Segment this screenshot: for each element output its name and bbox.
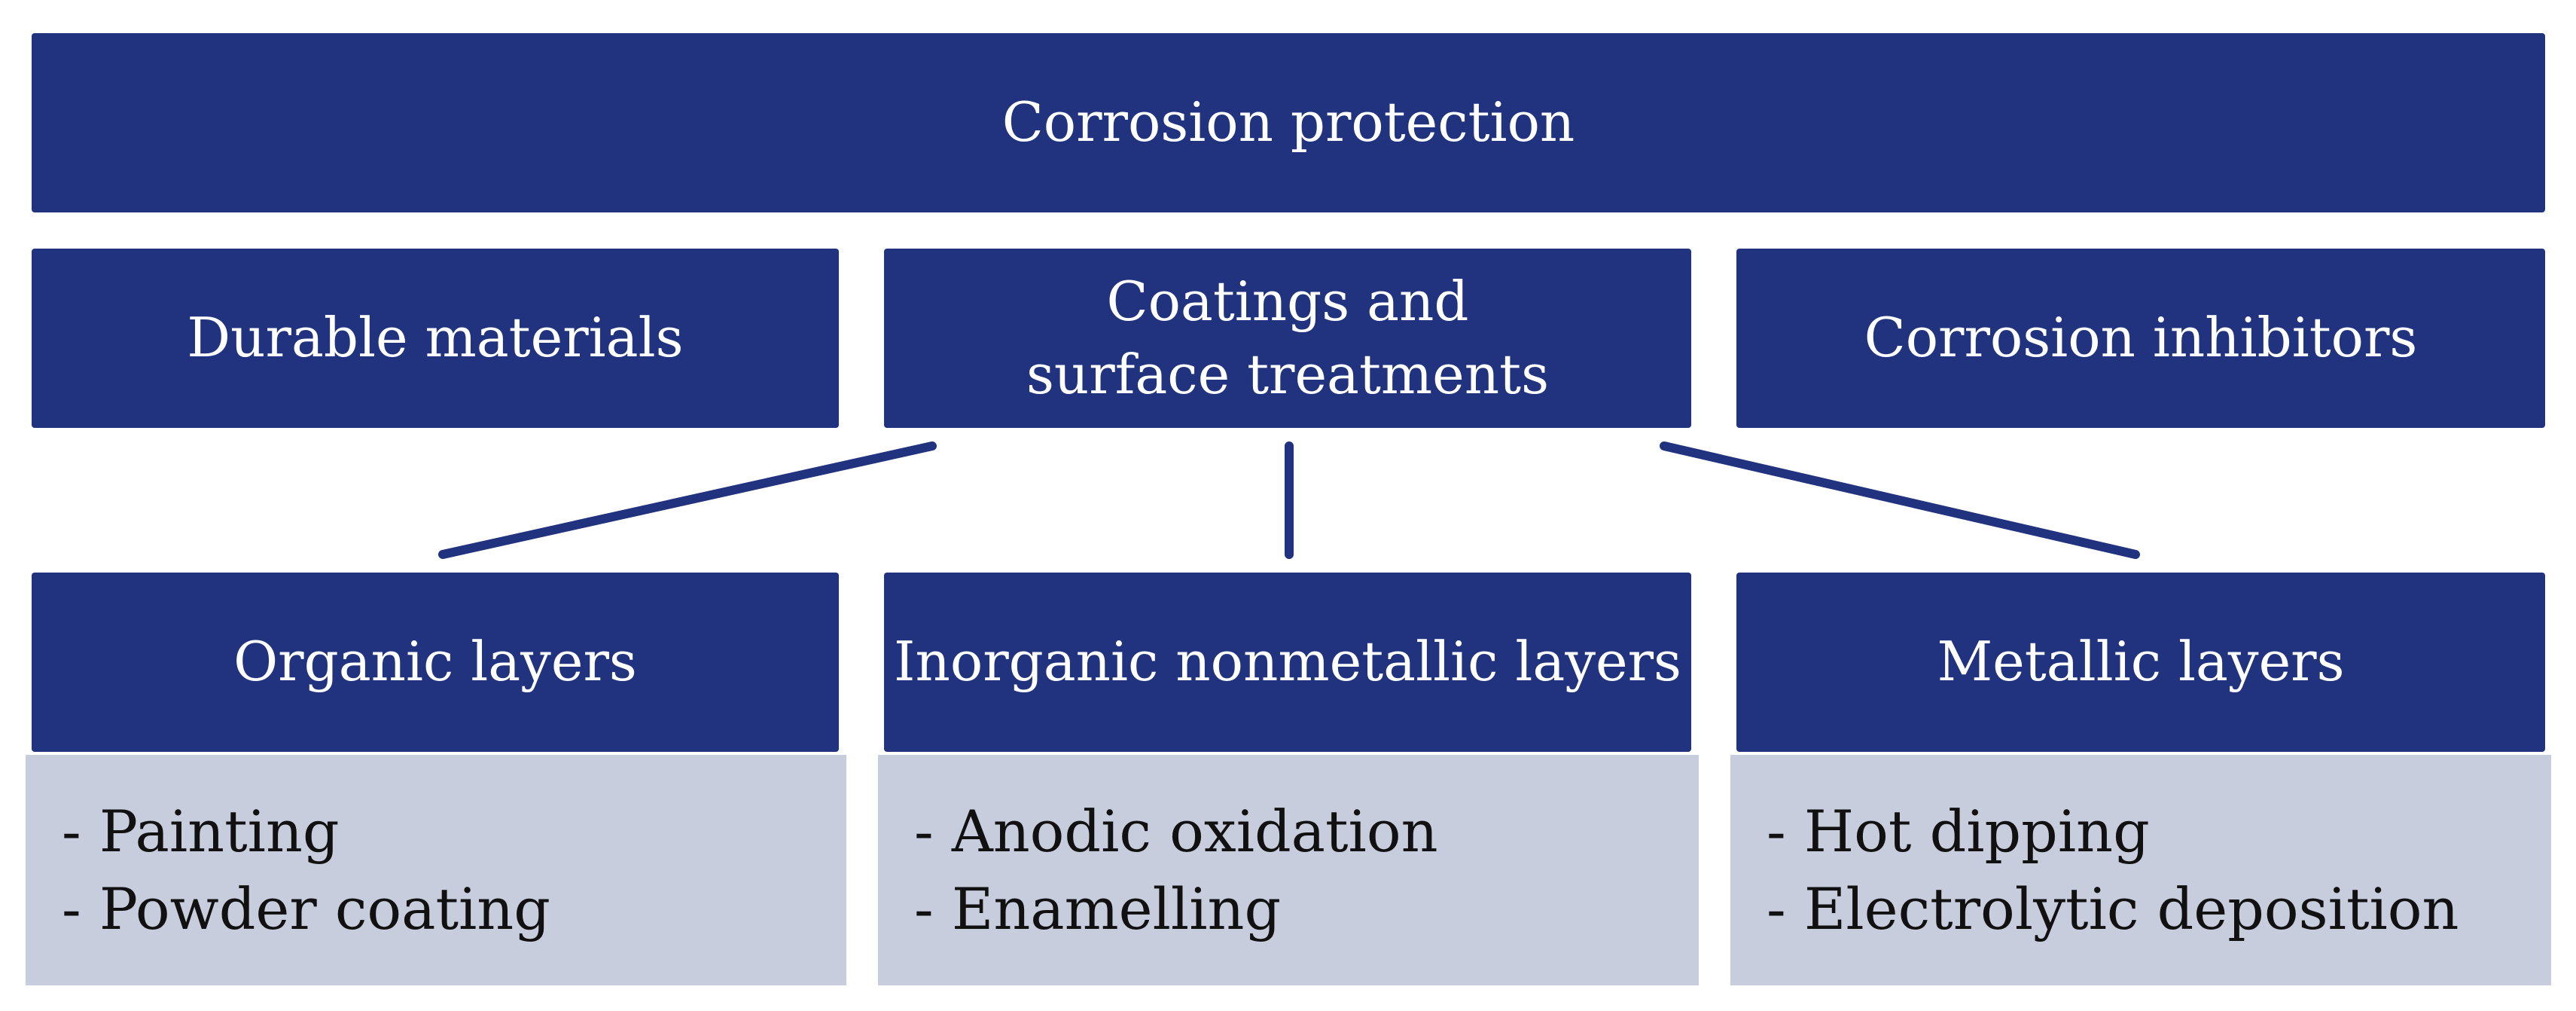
layer-node-metallic: Metallic layers — [1736, 573, 2545, 752]
root-node-label: Corrosion protection — [1001, 90, 1575, 154]
detail-item: - Electrolytic deposition — [1767, 875, 2459, 942]
method-node-label: Coatings and surface treatments — [1026, 269, 1550, 406]
detail-item: - Painting — [62, 797, 340, 865]
detail-item: - Powder coating — [62, 875, 550, 942]
layer-node-organic: Organic layers — [32, 573, 839, 752]
detail-item: - Enamelling — [914, 875, 1282, 942]
connector-to-organic-layers — [438, 441, 937, 559]
detail-item: - Anodic oxidation — [914, 797, 1438, 865]
detail-item: - Hot dipping — [1767, 797, 2150, 865]
method-node-durable-materials: Durable materials — [32, 249, 839, 428]
method-node-coatings: Coatings and surface treatments — [884, 249, 1691, 428]
detail-list-organic: - Painting - Powder coating — [26, 755, 846, 985]
layer-node-label: Organic layers — [233, 630, 637, 694]
method-node-label: Corrosion inhibitors — [1864, 306, 2418, 370]
detail-list-metallic: - Hot dipping - Electrolytic deposition — [1730, 755, 2551, 985]
root-node-corrosion-protection: Corrosion protection — [32, 33, 2545, 212]
layer-node-label: Inorganic nonmetallic layers — [894, 630, 1681, 694]
detail-list-inorganic-nonmetallic: - Anodic oxidation - Enamelling — [878, 755, 1699, 985]
layer-node-label: Metallic layers — [1937, 630, 2345, 694]
method-node-corrosion-inhibitors: Corrosion inhibitors — [1736, 249, 2545, 428]
method-node-label: Durable materials — [187, 306, 684, 370]
connector-to-metallic-layers — [1660, 441, 2140, 559]
layer-node-inorganic-nonmetallic: Inorganic nonmetallic layers — [884, 573, 1691, 752]
